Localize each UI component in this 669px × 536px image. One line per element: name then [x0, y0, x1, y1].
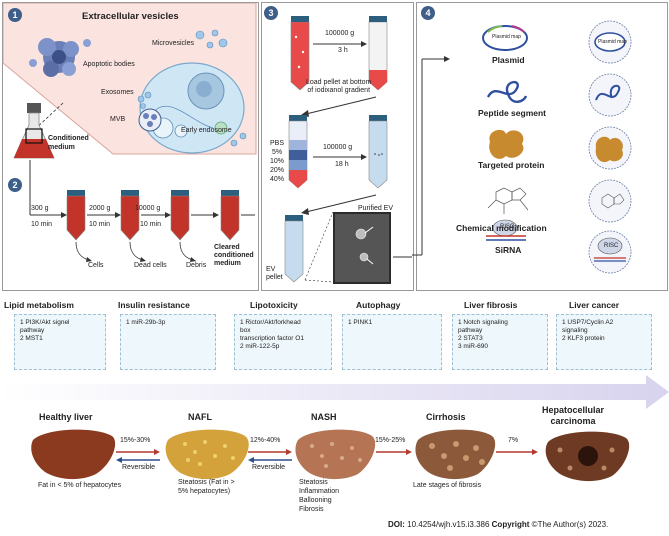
step-3-speed: 10000 g	[135, 205, 161, 212]
out-cells: Cells	[88, 262, 104, 269]
plasmid-map-label: Plasmid map	[492, 34, 521, 40]
item-sirna: SiRNA	[495, 245, 522, 255]
copyright-value: ©The Author(s) 2023.	[531, 520, 609, 529]
stage-nash: NASH	[311, 412, 337, 422]
engineering-icons	[482, 20, 632, 274]
doi-footer: DOI: 10.4254/wjh.v15.i3.386 Copyright ©T…	[388, 520, 608, 529]
doi-label: DOI:	[388, 520, 405, 529]
step-2-speed: 2000 g	[89, 205, 111, 212]
step-1-badge: 1	[8, 8, 22, 22]
exosome-icon	[137, 91, 152, 109]
p3-time-1: 3 h	[338, 47, 348, 54]
label-conditioned-medium: Conditioned medium	[48, 135, 89, 151]
step-1-time: 10 min	[31, 221, 53, 228]
arrow-label-4: 7%	[508, 437, 519, 444]
microvesicle-icon	[195, 29, 228, 49]
p3-purified-ev: Purified EV	[358, 205, 394, 212]
apoptotic-body-icon	[29, 38, 91, 77]
p3-load-text: Load pellet at bottom of iodixanol gradi…	[306, 79, 372, 94]
cell-icon	[139, 62, 247, 154]
p3-time-2: 18 h	[335, 161, 349, 168]
label-mvb: MVB	[110, 116, 126, 123]
arrow-into-panel4	[412, 56, 450, 256]
stage-healthy: Healthy liver	[39, 412, 93, 422]
step-1-speed: 300 g	[31, 205, 49, 212]
liver-stages-illustration	[31, 429, 630, 482]
disease-title-autophagy: Autophagy	[356, 300, 401, 310]
item-chemical: Chemical modification	[456, 223, 547, 233]
p3-speed-1: 100000 g	[325, 30, 355, 37]
item-protein: Targeted protein	[478, 160, 545, 170]
step-2-time: 10 min	[89, 221, 111, 228]
ev-illustration	[3, 3, 257, 155]
step-3-time: 10 min	[140, 221, 162, 228]
disease-title-lipotox: Lipotoxicity	[250, 300, 298, 310]
stage-cirrhosis: Cirrhosis	[426, 412, 466, 422]
stage-hcc: Hepatocellular carcinoma	[542, 405, 605, 426]
ev-title: Extracellular vesicles	[82, 11, 179, 22]
item-plasmid: Plasmid	[492, 55, 525, 65]
stage-nafl: NAFL	[188, 412, 212, 422]
arrow-label-1: 15%-30%	[120, 437, 151, 444]
doi-value: 10.4254/wjh.v15.i3.386	[407, 520, 490, 529]
tube-3	[170, 190, 190, 241]
tube-1	[66, 190, 86, 241]
disease-box-cancer: 1 USP7/Cyclin A2 signaling 2 KLF3 protei…	[556, 314, 652, 370]
disease-title-cancer: Liver cancer	[569, 300, 620, 310]
p3-ev-pellet: EV pellet	[266, 266, 283, 281]
nafl-desc: Steatosis (Fat in > 5% hepatocytes)	[178, 479, 235, 495]
gradient-label-10: 10%	[270, 158, 285, 165]
mvb-icon	[138, 108, 162, 132]
tube-2	[120, 190, 140, 241]
healthy-desc: Fat in < 5% of hepatocytes	[38, 482, 122, 489]
risc-label: RISC	[500, 224, 515, 230]
gradient-label-5: 5%	[272, 149, 283, 156]
copyright-label: Copyright	[491, 520, 530, 529]
label-microvesicles: Microvesicles	[152, 40, 195, 47]
reversible-2: Reversible	[252, 464, 286, 471]
item-peptide: Peptide segment	[478, 108, 547, 118]
plasmid-map-label-2: Plasmid map	[598, 39, 627, 45]
disease-title-insulin: Insulin resistance	[118, 300, 190, 310]
step-4-badge: 4	[421, 6, 435, 20]
reversible-1: Reversible	[122, 464, 156, 471]
out-dead-cells: Dead cells	[134, 262, 167, 269]
step-2-badge: 2	[8, 178, 22, 192]
step-3-badge: 3	[264, 6, 278, 20]
cirrhosis-desc: Late stages of fibrosis	[413, 482, 482, 489]
label-early-endosome: Early endosome	[181, 127, 232, 134]
disease-box-autophagy: 1 PINK1	[342, 314, 442, 370]
label-apoptotic: Apoptotic bodies	[83, 61, 135, 68]
disease-box-lipid: 1 PI3K/Akt signel pathway 2 MST1	[14, 314, 106, 370]
out-debris: Debris	[186, 262, 207, 269]
disease-box-fibrosis: 1 Notch signaling pathway 2 STAT3 3 miR-…	[452, 314, 548, 370]
label-cleared-medium: Cleared conditioned medium	[214, 244, 254, 267]
gradient-flow	[284, 16, 412, 284]
label-exosomes: Exosomes	[101, 89, 134, 96]
arrow-label-3: 15%-25%	[375, 437, 406, 444]
risc-label-2: RISC	[604, 243, 619, 249]
arrow-label-2: 12%-40%	[250, 437, 281, 444]
p3-speed-2: 100000 g	[323, 144, 353, 151]
progression-banner	[0, 375, 669, 409]
disease-title-fibrosis: Liver fibrosis	[464, 300, 518, 310]
disease-box-lipotox: 1 Rictor/Akt/forkhead box transcription …	[234, 314, 332, 370]
disease-box-insulin: 1 miR-29b-3p	[120, 314, 216, 370]
disease-title-lipid: Lipid metabolism	[4, 300, 74, 310]
tube-4	[220, 190, 240, 241]
gradient-label-20: 20%	[270, 167, 285, 174]
gradient-label-pbs: PBS	[270, 140, 285, 147]
nash-desc: Steatosis Inflammation Ballooning Fibros…	[299, 479, 340, 513]
flask-icon	[13, 103, 55, 159]
centrifuge-flow	[29, 160, 255, 262]
gradient-label-40: 40%	[270, 176, 285, 183]
